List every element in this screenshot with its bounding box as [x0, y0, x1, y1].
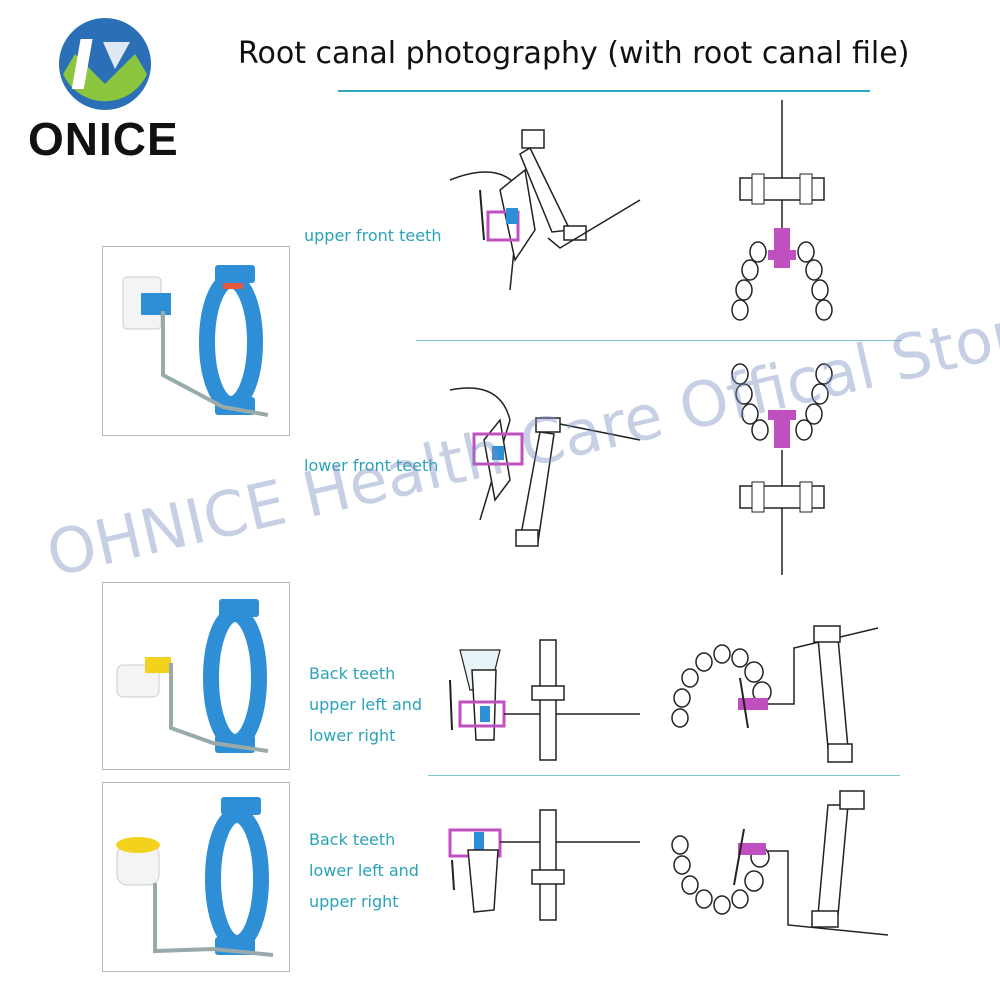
brand-logo-icon [59, 18, 151, 110]
label-line: lower right [309, 726, 396, 745]
brand-name: ONICE [28, 113, 179, 165]
label-line: upper right [309, 892, 399, 911]
diagram-lower-front-side [449, 387, 641, 547]
label-upper-front-teeth: upper front teeth [304, 226, 442, 245]
diagram-back-upper-left-top [671, 625, 879, 763]
section-divider [416, 340, 902, 341]
page-title: Root canal photography (with root canal … [238, 36, 910, 71]
product-photo-posterior-1 [102, 582, 290, 770]
label-line: lower left and [309, 861, 419, 880]
label-back-teeth-lower-left: Back teeth lower left and upper right [309, 824, 419, 917]
title-underline [338, 90, 870, 92]
diagram-upper-front-top [731, 100, 833, 321]
diagram-back-lower-left-side [448, 809, 640, 921]
label-line: upper left and [309, 695, 423, 714]
diagram-upper-front-side [449, 129, 641, 291]
label-back-teeth-upper-left: Back teeth upper left and lower right [309, 658, 422, 751]
section-divider [428, 775, 900, 776]
diagram-back-lower-left-top [671, 790, 889, 936]
product-photo-posterior-2 [102, 782, 290, 972]
label-line: Back teeth [309, 830, 396, 849]
diagram-lower-front-top [731, 363, 833, 575]
label-line: Back teeth [309, 664, 396, 683]
product-photo-anterior [102, 246, 290, 436]
diagram-back-upper-left-side [449, 639, 640, 761]
label-lower-front-teeth: lower front teeth [304, 456, 439, 475]
